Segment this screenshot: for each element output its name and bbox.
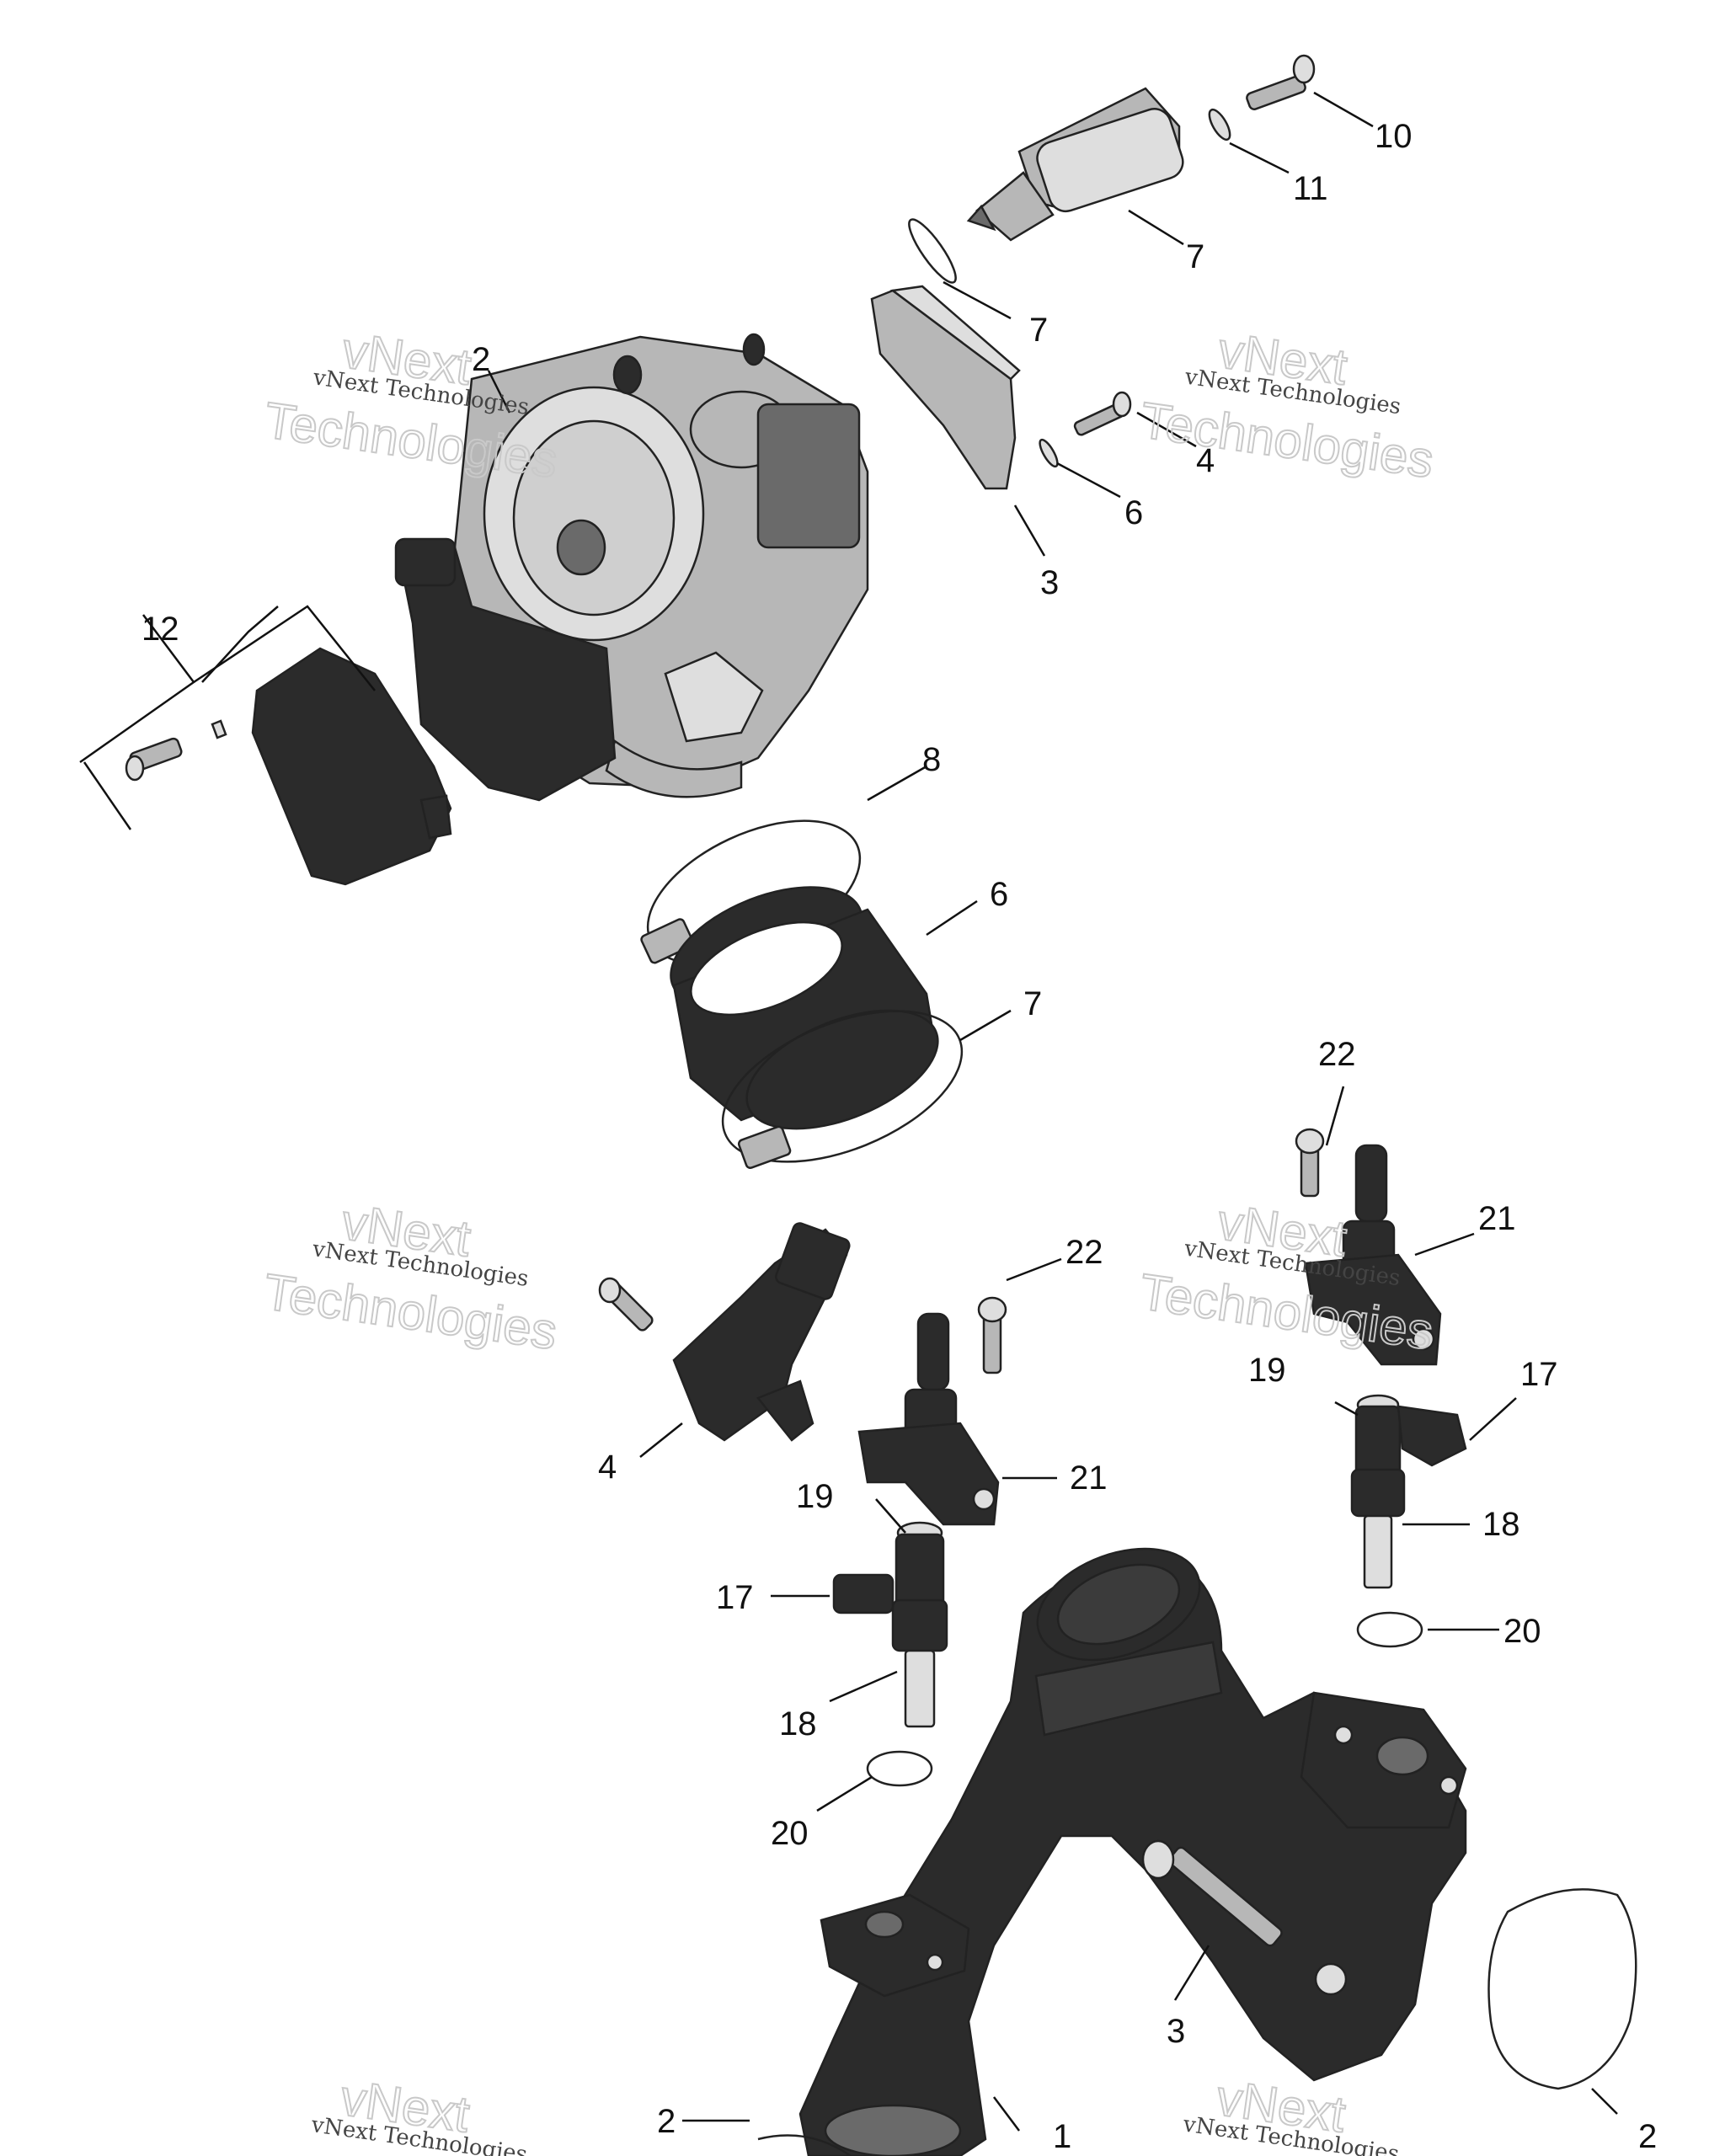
- part-21-connector-right-icon: [1304, 1144, 1442, 1366]
- callout-8: 2: [472, 341, 490, 378]
- part-22-screw-right-icon: [1295, 1128, 1325, 1198]
- callout-18-left: 18: [779, 1705, 817, 1742]
- watermark-mid-left: vNext vNext Technologies Technologies: [259, 1193, 561, 1361]
- callout-21-left: 21: [1070, 1460, 1108, 1497]
- part-10-screw-icon: [1073, 391, 1132, 436]
- callout-11: 6: [1124, 494, 1143, 531]
- part-12-valve-icon: [966, 87, 1184, 242]
- callout-14: 10: [1375, 118, 1413, 155]
- part-7-lower-clamp-icon: [721, 1010, 964, 1169]
- callout-20-left: 20: [771, 1815, 809, 1852]
- callout-22-left: 22: [1065, 1234, 1103, 1271]
- part-injector-left-icon: [832, 1521, 948, 1728]
- part-11-washer-icon: [1039, 438, 1059, 468]
- callout-2-right: 2: [1638, 2118, 1657, 2155]
- callout-21-right: 21: [1478, 1200, 1516, 1237]
- callout-15: 11: [1293, 170, 1328, 207]
- part-2-gasket-left-icon: [757, 2134, 852, 2156]
- callout-10: 4: [1196, 442, 1215, 479]
- part-22-screw-left-icon: [977, 1296, 1007, 1374]
- callout-1: 1: [1053, 2118, 1071, 2155]
- part-1-intake-manifold-icon: [798, 1547, 1467, 2156]
- watermark-bottom-right: vNext vNext Technologies: [1181, 2068, 1401, 2156]
- part-21-connector-left-icon: [857, 1312, 1000, 1526]
- part-3-bolt-icon: [1141, 1839, 1283, 1947]
- part-16-cover-kit-icon: [125, 647, 452, 886]
- part-13-o-ring-icon: [908, 218, 957, 284]
- callout-6: 6: [990, 876, 1008, 913]
- callout-16: 12: [142, 611, 179, 648]
- part-injector-right-icon: [1350, 1394, 1467, 1589]
- callout-17-right: 17: [1520, 1356, 1558, 1393]
- callout-9: 3: [1040, 564, 1059, 601]
- part-15-washer-icon: [1208, 108, 1231, 141]
- callout-19-left: 19: [796, 1478, 834, 1515]
- callout-12: 7: [1186, 238, 1204, 275]
- callout-22-right: 22: [1318, 1036, 1356, 1073]
- watermark-top-right: vNext vNext Technologies Technologies: [1136, 321, 1438, 489]
- part-9-adapter-plate-icon: [870, 285, 1021, 490]
- callout-18-right: 18: [1482, 1506, 1520, 1543]
- watermark-bottom-left: vNext vNext Technologies: [309, 2068, 529, 2156]
- callout-17-left: 17: [716, 1579, 754, 1616]
- part-14-screw-icon: [1246, 54, 1316, 110]
- callout-7-upper: 8: [922, 741, 941, 778]
- part-4-sensor-icon: [598, 1222, 851, 1442]
- part-8-throttle-body-icon: [394, 333, 869, 802]
- callout-20-right: 20: [1503, 1613, 1541, 1650]
- callout-19-right: 19: [1248, 1352, 1286, 1389]
- callout-2-left: 2: [657, 2103, 676, 2140]
- part-20-o-ring-right-icon: [1356, 1611, 1423, 1648]
- part-6-rubber-boot-icon: [670, 886, 939, 1130]
- watermark-top-left: vNext vNext Technologies Technologies: [260, 321, 562, 489]
- part-2-gasket-right-icon: [1487, 1888, 1637, 2090]
- watermark-mid-right: vNext vNext Technologies Technologies: [1135, 1193, 1437, 1361]
- callout-13: 7: [1029, 312, 1048, 349]
- callout-labels: 10 11 7 7 2 4 6 3 12 8 6 7 22 21 22 19 1…: [142, 118, 1657, 2155]
- part-20-o-ring-left-icon: [866, 1750, 933, 1787]
- leader-lines: [79, 91, 1618, 2132]
- callout-3: 3: [1167, 2013, 1185, 2050]
- callout-7-lower: 7: [1023, 985, 1042, 1022]
- callout-4: 4: [598, 1449, 617, 1486]
